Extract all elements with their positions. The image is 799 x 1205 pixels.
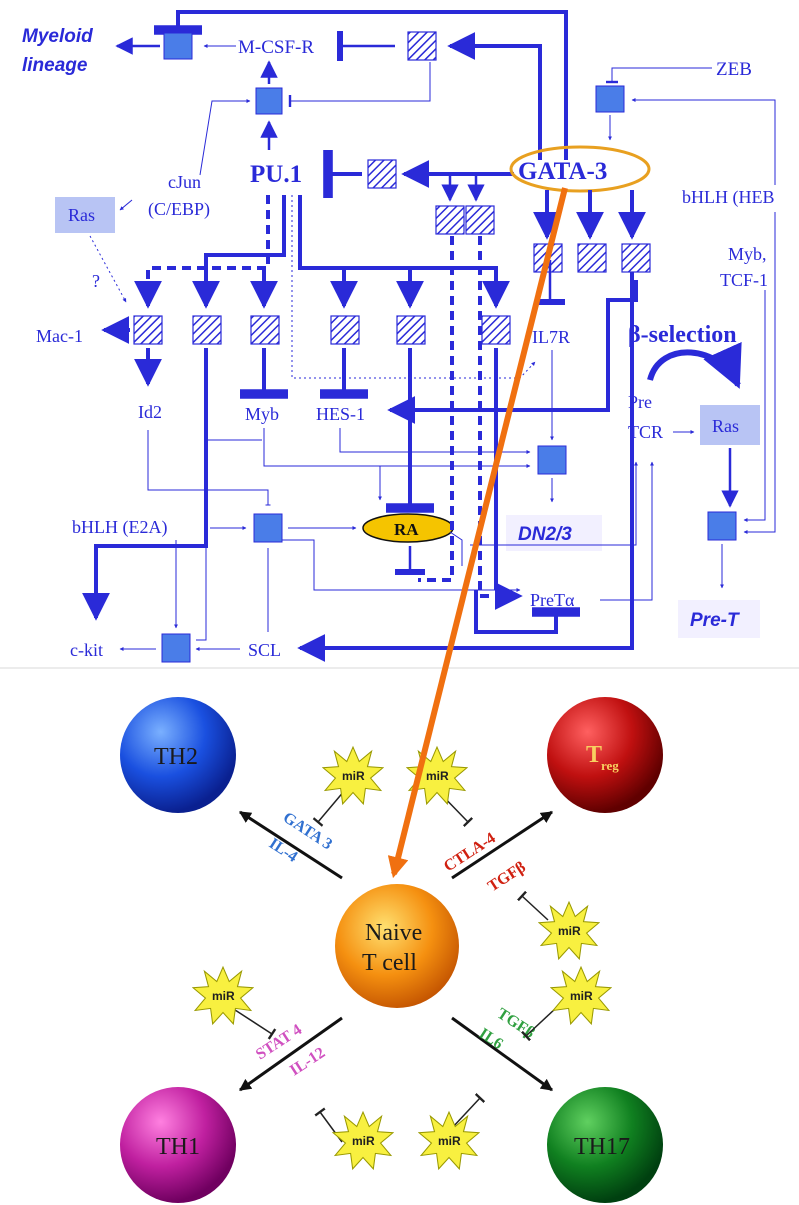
- hatched-box-mid-2: [466, 206, 494, 234]
- id2-label: Id2: [138, 402, 162, 422]
- myeloid-box: [164, 33, 192, 59]
- th1-label: TH1: [156, 1134, 200, 1160]
- mcsfr-label: M-CSF-R: [238, 37, 314, 58]
- pu1-label: PU.1: [250, 161, 302, 188]
- e2a-box: [254, 514, 282, 542]
- ra-label: RA: [394, 520, 419, 539]
- th-differentiation: TH2 T reg TH1 TH17 Naive T cell GATA 3 I…: [120, 697, 663, 1203]
- mir-label: miR: [558, 924, 581, 938]
- hatched-box-right-3: [622, 244, 650, 272]
- hatched-box-r6: [482, 316, 510, 344]
- treg-subscript: reg: [601, 758, 619, 773]
- il7r-label: IL7R: [532, 327, 570, 347]
- il12-edge-label: IL-12: [287, 1044, 328, 1079]
- hatched-box-mcsfr: [408, 32, 436, 60]
- tgfb-treg-edge-label: TGFβ: [485, 859, 529, 896]
- gata3-label: GATA-3: [518, 158, 607, 185]
- mir-star-th17-1: miR: [551, 967, 611, 1024]
- myb-tcf1-label-2: TCF-1: [720, 270, 768, 290]
- naive-label-2: T cell: [362, 950, 417, 976]
- hes1-label: HES-1: [316, 404, 365, 424]
- mac1-label: Mac-1: [36, 326, 83, 346]
- pret-label: Pre-T: [690, 610, 740, 631]
- mir-label: miR: [342, 769, 365, 783]
- cjun-label: cJun: [168, 172, 201, 192]
- scl-label: SCL: [248, 640, 281, 660]
- mir-star-th1-2: miR: [333, 1112, 393, 1169]
- naive-t-cell: [335, 884, 459, 1008]
- pretalpha-label: PreTα: [530, 590, 575, 610]
- zeb-label: ZEB: [716, 59, 752, 80]
- mir-inhibit-th1-1: [232, 1008, 272, 1034]
- bhlh-heb-label: bHLH (HEB: [682, 187, 775, 208]
- zeb-target-box: [596, 86, 624, 112]
- mir-inhibit-treg-2: [522, 896, 548, 920]
- myeloid-lineage-label: Myeloid: [22, 26, 93, 47]
- mir-star-treg-2: miR: [539, 902, 599, 959]
- ckit-label: c-kit: [70, 640, 103, 660]
- dn23-label: DN2/3: [518, 524, 572, 545]
- mir-label: miR: [438, 1134, 461, 1148]
- mir-label: miR: [212, 989, 235, 1003]
- naive-to-th17-arrow: [452, 1018, 552, 1090]
- ras-right-label: Ras: [712, 416, 739, 436]
- hatched-box-mid-1: [436, 206, 464, 234]
- myb-tcf1-label-1: Myb,: [728, 244, 767, 264]
- mir-star-th17-2: miR: [419, 1112, 479, 1169]
- ckit-box: [162, 634, 190, 662]
- beta-selection-label: β-selection: [628, 322, 737, 348]
- pret-box: [708, 512, 736, 540]
- cebp-label: (C/EBP): [148, 199, 210, 220]
- mir-label: miR: [570, 989, 593, 1003]
- hatched-box-r2: [193, 316, 221, 344]
- dn23-box: [538, 446, 566, 474]
- hatched-box-right-2: [578, 244, 606, 272]
- treg-cell: [547, 697, 663, 813]
- bhlh-e2a-label: bHLH (E2A): [72, 517, 167, 538]
- question-label: ?: [92, 271, 100, 291]
- mir-star-th2: miR: [323, 747, 383, 804]
- pu1-target-box: [256, 88, 282, 114]
- ras-left-label: Ras: [68, 205, 95, 225]
- il6-edge-label: IL6: [476, 1025, 506, 1053]
- treg-label: T: [586, 742, 602, 768]
- hatched-box-r3: [251, 316, 279, 344]
- hatched-box-pu1: [368, 160, 396, 188]
- myb-label: Myb: [245, 404, 279, 424]
- hatched-box-mac1: [134, 316, 162, 344]
- th17-label: TH17: [574, 1134, 630, 1160]
- th2-label: TH2: [154, 744, 198, 770]
- mir-label: miR: [426, 769, 449, 783]
- hatched-box-r4: [331, 316, 359, 344]
- naive-label-1: Naive: [365, 920, 422, 946]
- myeloid-lineage-label-2: lineage: [22, 55, 88, 76]
- hatched-box-r5: [397, 316, 425, 344]
- mir-label: miR: [352, 1134, 375, 1148]
- il4-edge-label: IL-4: [266, 835, 301, 866]
- regulatory-network: Myeloid lineage M-CSF-R ZEB PU.1 GATA-3: [0, 0, 799, 668]
